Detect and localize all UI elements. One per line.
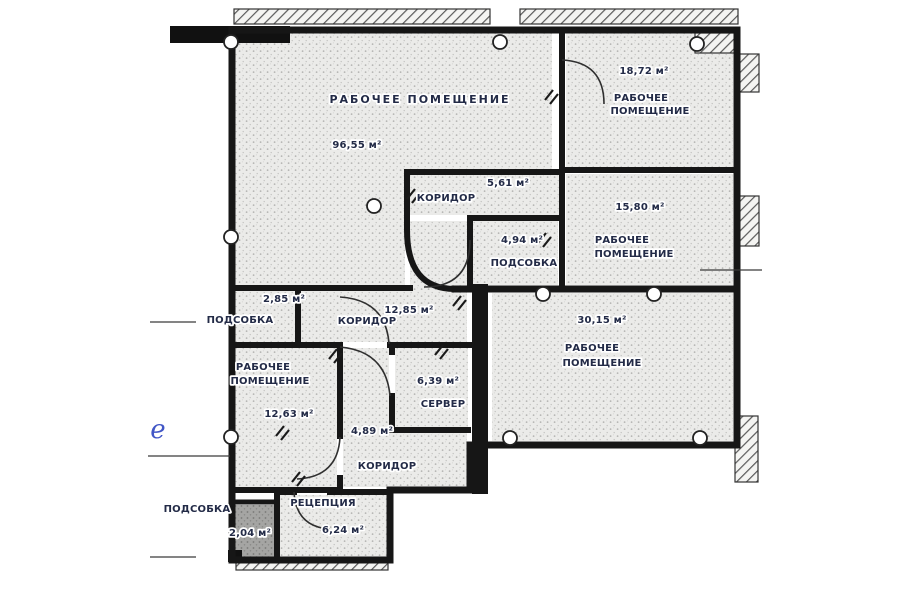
room-utility-2-04-area: 2,04 м²	[229, 528, 271, 539]
room-server-floor	[395, 348, 468, 427]
room-workroom-30-label: РАБОЧЕЕ	[565, 343, 619, 354]
door-arc	[339, 346, 391, 397]
room-workroom-15-area: 15,80 м²	[615, 202, 664, 213]
room-corridor-4-89-floor	[343, 348, 467, 487]
window-hatch	[734, 415, 759, 483]
survey-marker-circle	[223, 429, 239, 445]
room-utility-2-85-area: 2,85 м²	[263, 294, 305, 305]
room-utility-2-04-label: ПОДСОБКА	[164, 504, 231, 515]
room-workroom-30-floor	[492, 293, 733, 441]
room-workroom-18-label: ПОМЕЩЕНИЕ	[610, 106, 689, 117]
window-hatches	[233, 8, 760, 571]
door-tick-icon	[291, 471, 306, 487]
room-corridor-12-85-floor	[301, 221, 467, 342]
door-tick-icon	[328, 348, 343, 364]
room-floors	[234, 33, 733, 557]
door-tick-icon	[452, 295, 467, 311]
room-utility-2-85-label: ПОДСОБКА	[207, 315, 274, 326]
survey-marker-circle	[223, 229, 239, 245]
survey-markers	[223, 34, 708, 446]
survey-marker-circle	[502, 430, 518, 446]
door-ticks	[275, 89, 559, 487]
survey-marker-circle	[492, 34, 508, 50]
leader-lines	[148, 269, 762, 558]
room-reception-area: 6,24 м²	[322, 525, 364, 536]
room-labels: РАБОЧЕЕ ПОМЕЩЕНИЕ 96,55 м² 18,72 м² РАБО…	[162, 64, 691, 541]
door-tick-icon	[275, 425, 290, 441]
room-workroom-96-label: РАБОЧЕЕ ПОМЕЩЕНИЕ	[329, 93, 510, 106]
room-corridor-5-61-floor	[409, 175, 559, 215]
window-hatch	[738, 195, 760, 247]
room-utility-4-94-area: 4,94 м²	[501, 235, 543, 246]
walls	[228, 26, 741, 564]
door-arc	[339, 296, 390, 345]
door-tick-icon	[537, 232, 552, 248]
room-workroom-96-area: 96,55 м²	[332, 140, 381, 151]
room-workroom-15-label: ПОМЕЩЕНИЕ	[594, 249, 673, 260]
room-utility-2-85-floor	[235, 291, 295, 342]
room-workroom-12-area: 12,63 м²	[264, 409, 313, 420]
room-corridor-4-89-label: КОРИДОР	[358, 461, 417, 472]
room-server-area: 6,39 м²	[417, 376, 459, 387]
room-workroom-18-floor	[566, 33, 733, 167]
room-workroom-30-area: 30,15 м²	[577, 315, 626, 326]
room-workroom-12-label: РАБОЧЕЕ	[236, 362, 290, 373]
survey-marker-circle	[366, 198, 382, 214]
room-workroom-12-floor	[235, 348, 337, 487]
room-workroom-15-floor	[566, 174, 733, 285]
room-corridor-5-61-area: 5,61 м²	[487, 178, 529, 189]
room-workroom-18-area: 18,72 м²	[619, 66, 668, 77]
room-utility-4-94-label: ПОДСОБКА	[491, 258, 558, 269]
room-corridor-12-85-label: КОРИДОР	[338, 316, 397, 327]
room-workroom-15-label: РАБОЧЕЕ	[595, 235, 649, 246]
survey-marker-circle	[692, 430, 708, 446]
room-corridor-4-89-area: 4,89 м²	[351, 426, 393, 437]
room-reception-floor	[280, 495, 387, 557]
room-server-label: СЕРВЕР	[421, 399, 465, 410]
room-workroom-18-label: РАБОЧЕЕ	[614, 93, 668, 104]
survey-marker-circle	[689, 36, 705, 52]
room-workroom-30-label: ПОМЕЩЕНИЕ	[562, 358, 641, 369]
room-corridor-12-85-area: 12,85 м²	[384, 305, 433, 316]
survey-marker-circle	[223, 34, 239, 50]
handwritten-annotation: е	[150, 415, 165, 445]
survey-marker-circle	[646, 286, 662, 302]
door-tick-icon	[544, 89, 559, 105]
door-tick-icon	[406, 188, 421, 204]
room-workroom-96-floor	[234, 33, 552, 285]
door-arc	[561, 59, 605, 105]
door-arc	[293, 491, 331, 530]
window-hatch	[519, 8, 739, 25]
survey-marker-circle	[535, 286, 551, 302]
room-utility-4-94-floor	[473, 221, 558, 285]
room-reception-label: РЕЦЕПЦИЯ	[290, 498, 356, 509]
room-workroom-12-label: ПОМЕЩЕНИЕ	[230, 376, 309, 387]
door-arc	[423, 239, 471, 288]
window-hatch	[233, 8, 491, 25]
room-utility-2-04-floor	[235, 505, 274, 557]
curved-wall	[404, 169, 459, 293]
door-tick-icon	[434, 344, 449, 360]
room-corridor-5-61-label: КОРИДОР	[417, 193, 476, 204]
window-hatch	[738, 53, 760, 93]
